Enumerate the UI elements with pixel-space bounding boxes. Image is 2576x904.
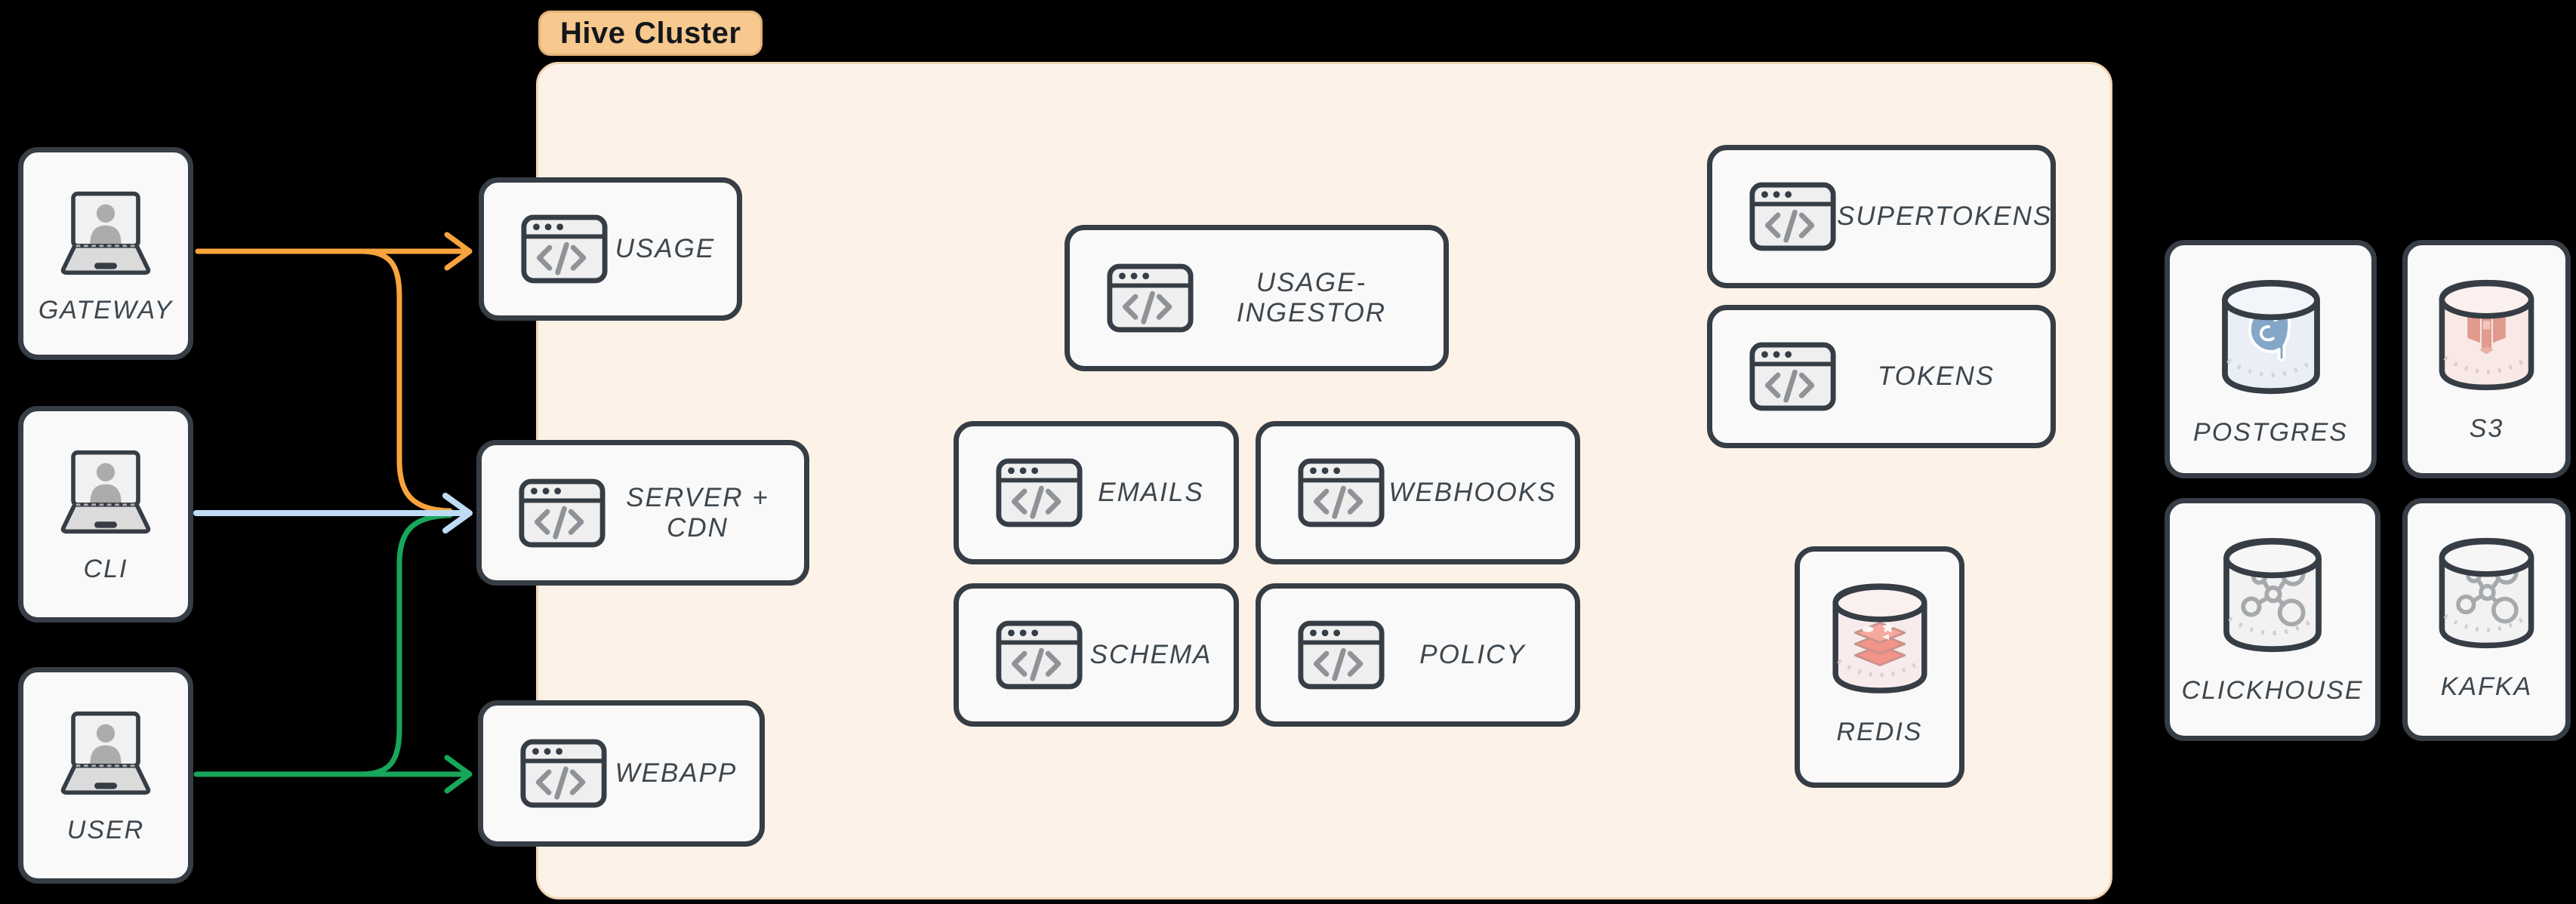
node-webhooks: WEBHOOKS	[1256, 421, 1580, 564]
node-kafka: KAFKA	[2402, 498, 2571, 741]
node-label: USAGE-INGESTOR	[1236, 268, 1387, 327]
node-emails: EMAILS	[954, 421, 1239, 564]
node-label: SUPERTOKENS	[1837, 201, 2053, 231]
laptop-user-icon	[49, 190, 162, 276]
code-window-icon	[995, 457, 1083, 528]
laptop-user-icon	[49, 710, 162, 796]
edge-gateway-servercdn	[358, 248, 453, 514]
node-server-cdn: SERVER + CDN	[476, 440, 809, 586]
node-label: POLICY	[1419, 640, 1526, 669]
code-window-icon	[1749, 341, 1837, 412]
cluster-title: Hive Cluster	[560, 16, 741, 50]
node-label: REDIS	[1836, 718, 1923, 746]
node-webapp: WEBAPP	[478, 700, 765, 847]
code-window-icon	[1749, 181, 1837, 252]
node-label: SCHEMA	[1089, 640, 1213, 669]
code-window-icon	[520, 214, 609, 284]
node-clickhouse: CLICKHOUSE	[2165, 498, 2380, 741]
node-label: TOKENS	[1877, 361, 1995, 391]
code-window-icon	[519, 738, 608, 809]
node-user: USER	[18, 667, 193, 884]
code-window-icon	[518, 478, 606, 549]
node-s3: S3	[2402, 240, 2571, 478]
s3-database-icon	[2432, 278, 2541, 392]
code-window-icon	[1106, 263, 1194, 334]
node-postgres: POSTGRES	[2165, 240, 2377, 478]
node-label: S3	[2469, 414, 2504, 443]
node-usage: USAGE	[479, 177, 742, 321]
node-redis: REDIS	[1795, 546, 1964, 788]
node-label: GATEWAY	[38, 296, 174, 324]
arrowhead-usage	[444, 232, 473, 271]
node-label: USER	[66, 816, 145, 844]
postgres-database-icon	[2214, 278, 2328, 395]
node-policy: POLICY	[1256, 583, 1580, 727]
node-label: CLICKHOUSE	[2181, 676, 2364, 705]
node-label: CLI	[83, 555, 128, 583]
node-label: EMAILS	[1098, 478, 1204, 507]
node-label: SERVER + CDN	[626, 482, 769, 543]
node-schema: SCHEMA	[954, 583, 1239, 727]
node-cli: CLI	[18, 406, 193, 623]
code-window-icon	[1297, 457, 1385, 528]
redis-database-icon	[1827, 582, 1933, 695]
code-window-icon	[995, 620, 1083, 690]
node-label: WEBHOOKS	[1388, 478, 1557, 507]
clickhouse-database-icon	[2216, 537, 2329, 653]
node-tokens: TOKENS	[1707, 305, 2056, 448]
laptop-user-icon	[49, 449, 162, 535]
node-label: KAFKA	[2440, 672, 2533, 701]
node-supertokens: SUPERTOKENS	[1707, 145, 2056, 288]
arrowhead-servercdn	[442, 493, 473, 533]
node-label: WEBAPP	[615, 758, 738, 788]
cluster-title-badge: Hive Cluster	[538, 11, 763, 56]
code-window-icon	[1297, 620, 1385, 690]
node-label: USAGE	[615, 234, 716, 263]
node-gateway: GATEWAY	[18, 147, 193, 360]
arrowhead-webapp	[444, 755, 473, 794]
node-label: POSTGRES	[2193, 418, 2348, 447]
edge-user-servercdn	[358, 512, 453, 777]
node-usage-ingestor: USAGE-INGESTOR	[1065, 225, 1449, 371]
kafka-database-icon	[2432, 537, 2541, 650]
